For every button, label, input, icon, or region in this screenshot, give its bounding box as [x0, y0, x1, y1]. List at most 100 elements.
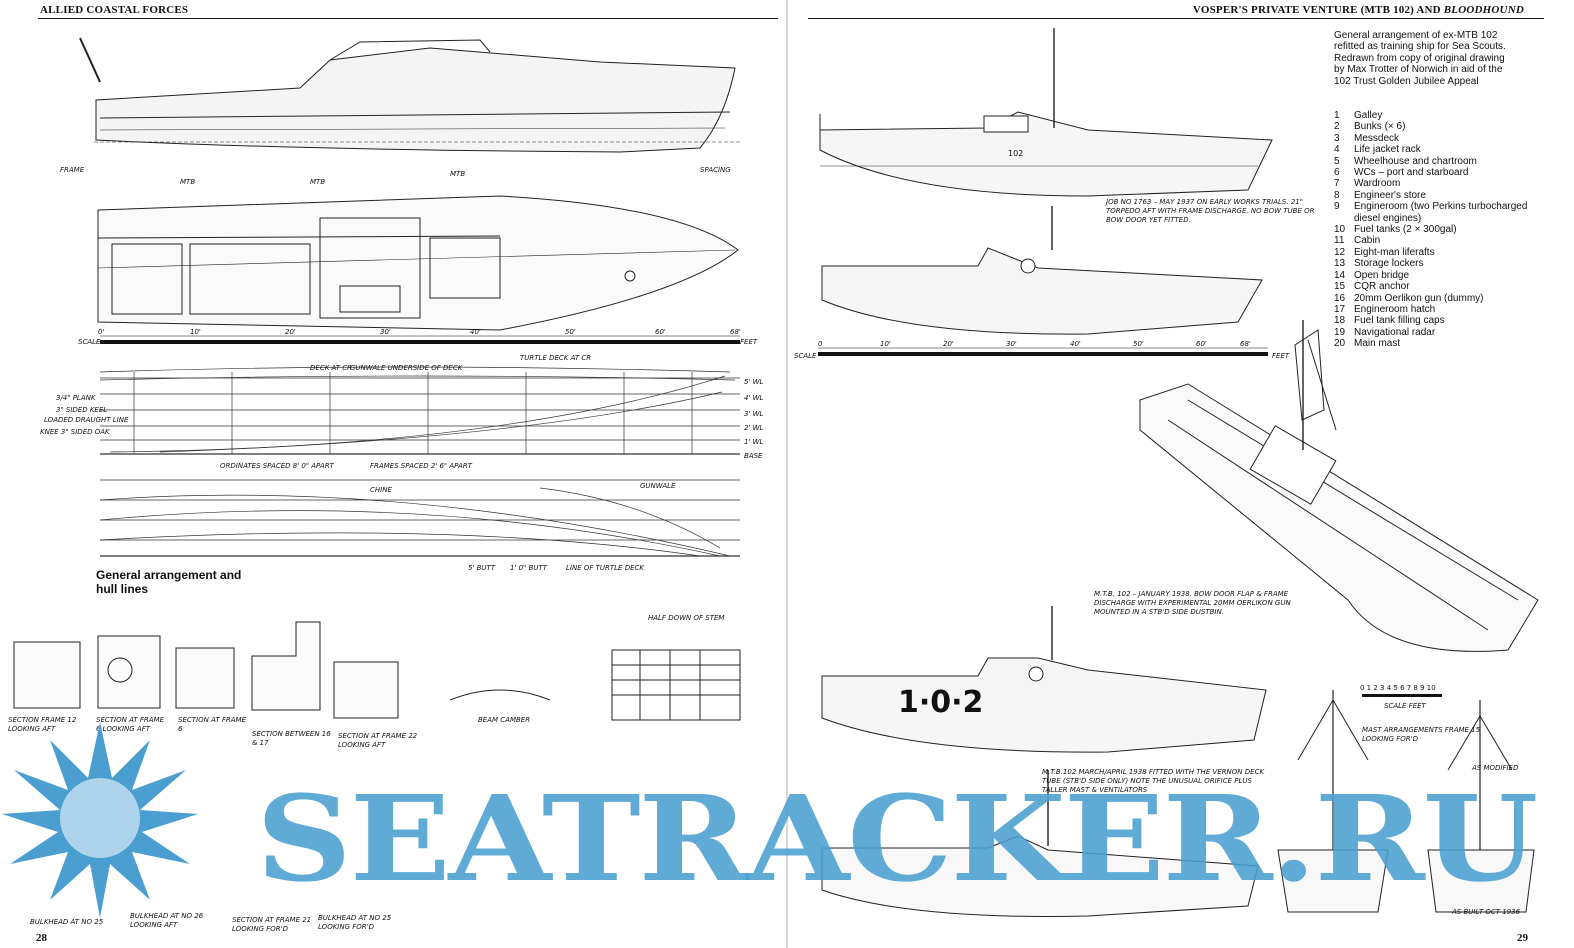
lines-keel: 3" SIDED KEEL	[56, 406, 107, 414]
right-scale-tick-7: 68'	[1240, 340, 1251, 348]
bulkhead-25: BULKHEAD AT NO 25	[30, 918, 104, 926]
key-text: Navigational radar	[1354, 326, 1436, 338]
key-number: 11	[1334, 235, 1345, 247]
note-1938-vernon: M.T.B.102 MARCH/APRIL 1938 FITTED WITH T…	[1042, 768, 1265, 794]
right-running-head-italic: BLOODHOUND	[1443, 4, 1524, 16]
key-text: Cabin	[1354, 235, 1381, 247]
key-number: 6	[1334, 167, 1340, 179]
outboard-profile	[79, 37, 740, 153]
key-text: Engineroom (two Perkins turbocharged die…	[1354, 201, 1528, 224]
intro-text: General arrangement of ex-MTB 102 refitt…	[1334, 30, 1506, 87]
profile-spacing-label: SPACING	[700, 166, 731, 174]
left-scale-label: SCALE	[78, 338, 101, 346]
right-running-head: VOSPER'S PRIVATE VENTURE (MTB 102) AND B…	[1193, 4, 1524, 16]
key-text: Life jacket rack	[1354, 144, 1421, 156]
right-folio: 29	[1517, 932, 1528, 944]
key-text: CQR anchor	[1354, 281, 1410, 293]
right-scale-tick-5: 50'	[1133, 340, 1144, 348]
left-running-head: ALLIED COASTAL FORCES	[40, 4, 189, 16]
half-down-of-stem: HALF DOWN OF STEM	[648, 614, 725, 622]
key-item: 17 Engineroom hatch	[1334, 304, 1534, 315]
key-number: 9	[1334, 201, 1340, 213]
lines-gunwale: GUNWALE UNDERSIDE OF DECK	[350, 364, 464, 372]
half-breadth-plan	[99, 479, 740, 557]
key-number: 7	[1334, 178, 1340, 190]
lines-knee: KNEE 3" SIDED OAK	[40, 428, 111, 436]
key-number: 17	[1334, 303, 1346, 315]
as-built-label: AS BUILT OCT 1936	[1452, 908, 1521, 916]
deck-plan	[97, 195, 739, 331]
profile-as-built	[819, 28, 1273, 197]
lines-turtle-deck-plan: LINE OF TURTLE DECK	[566, 564, 645, 572]
profile-1937	[821, 206, 1263, 335]
key-item: 4 Life jacket rack	[1334, 144, 1534, 155]
isometric-cutaway	[1139, 320, 1539, 652]
left-scale-tick-1: 10'	[190, 328, 201, 336]
left-scale-tick-0: 0'	[98, 328, 104, 336]
hull-number-1936: 102	[1008, 149, 1023, 158]
right-scale-tick-4: 40'	[1070, 340, 1081, 348]
wl-1: 1' WL	[744, 438, 764, 446]
key-number: 19	[1334, 326, 1346, 338]
wl-2: 2' WL	[744, 424, 764, 432]
left-scale-tick-3: 30'	[380, 328, 391, 336]
section-frame-12: SECTION FRAME 12 LOOKING AFT	[8, 716, 77, 733]
key-text: Messdeck	[1354, 132, 1400, 144]
key-text: Storage lockers	[1354, 258, 1424, 270]
key-item: 19 Navigational radar	[1334, 327, 1534, 338]
left-scale-feet: FEET	[740, 338, 758, 346]
profile-mtb-label-2: MTB	[310, 178, 325, 186]
lines-1-butt: 1' 0" BUTT	[510, 564, 548, 572]
key-number: 14	[1334, 269, 1346, 281]
hull-lines-profile	[99, 366, 740, 455]
beam-camber: BEAM CAMBER	[478, 716, 531, 724]
left-folio: 28	[36, 932, 47, 944]
mast-arrangements-note: MAST ARRANGEMENTS FRAME 15 LOOKING FOR'D	[1362, 726, 1481, 743]
key-text: Engineroom hatch	[1354, 303, 1436, 315]
left-plans-drawing: FRAME SPACING MTB MTB MTB SCALE FEET 0' …	[13, 37, 764, 721]
bulkhead-26: BULKHEAD AT NO 26 LOOKING AFT	[130, 912, 204, 929]
wl-3: 3' WL	[744, 410, 764, 418]
key-text: Main mast	[1354, 338, 1401, 350]
left-scale-tick-2: 20'	[285, 328, 296, 336]
bulkhead-25-fwd: BULKHEAD AT NO 25 LOOKING FOR'D	[318, 914, 392, 931]
sections-row	[13, 621, 741, 721]
key-number: 8	[1334, 189, 1340, 201]
right-scale-tick-0: 0	[818, 340, 823, 348]
lines-frames: FRAMES SPACED 2' 6" APART	[370, 462, 473, 470]
mast-arrangements	[1277, 690, 1535, 913]
lines-deck-at-cr: DECK AT CR	[310, 364, 352, 372]
left-scale-tick-7: 68'	[730, 328, 741, 336]
key-number: 10	[1334, 224, 1346, 236]
wl-5: 5' WL	[744, 378, 764, 386]
note-1938: M.T.B. 102 – JANUARY 1938. BOW DOOR FLAP…	[1094, 590, 1291, 616]
key-item: 6 WCs – port and starboard	[1334, 167, 1534, 178]
left-scale-bar	[100, 335, 740, 344]
key-number: 13	[1334, 258, 1346, 270]
note-1937: JOB NO 1763 – MAY 1937 ON EARLY WORKS TR…	[1106, 198, 1315, 224]
key-text: WCs – port and starboard	[1354, 167, 1469, 179]
right-scale-feet: FEET	[1272, 352, 1290, 360]
small-scale-bar	[1362, 694, 1442, 697]
lines-chine: CHINE	[370, 486, 392, 494]
profile-mtb-label-1: MTB	[180, 178, 195, 186]
key-item: 13 Storage lockers	[1334, 258, 1534, 269]
profile-mtb-label-3: MTB	[450, 170, 465, 178]
lines-turtle-deck: TURTLE DECK AT CR	[520, 354, 591, 362]
left-scale-tick-5: 50'	[565, 328, 576, 336]
right-scale-tick-2: 20'	[943, 340, 954, 348]
right-scale-tick-1: 10'	[880, 340, 891, 348]
key-text: Wheelhouse and chartroom	[1354, 155, 1477, 167]
right-scale-bar	[818, 347, 1268, 356]
key-number: 12	[1334, 246, 1346, 258]
section-frame-22: SECTION AT FRAME 22 LOOKING AFT	[338, 732, 418, 749]
left-header-rule	[38, 18, 778, 19]
key-number: 4	[1334, 144, 1340, 156]
right-page: VOSPER'S PRIVATE VENTURE (MTB 102) AND B…	[788, 0, 1574, 948]
as-modified-label: AS MODIFIED	[1472, 764, 1519, 772]
